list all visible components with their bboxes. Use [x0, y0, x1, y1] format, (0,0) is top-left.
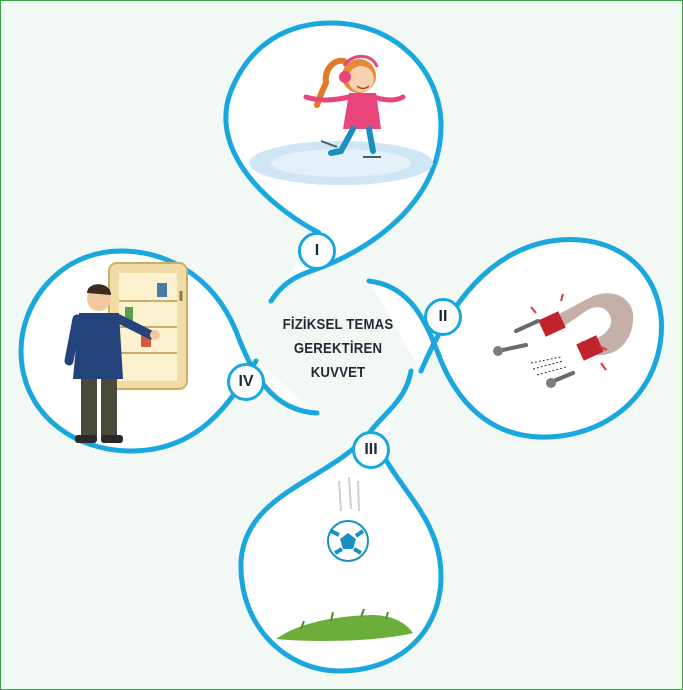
magnet-and-nails-icon	[493, 293, 634, 388]
man-opening-refrigerator-icon	[64, 262, 188, 443]
badge-i: I	[298, 232, 336, 270]
falling-ball-on-grass-icon	[276, 476, 413, 641]
skating-girl-icon	[249, 54, 433, 185]
badge-ii: II	[424, 298, 462, 336]
center-title-line-1: FİZİKSEL TEMAS	[282, 316, 394, 333]
badge-iv: IV	[227, 363, 265, 401]
badge-iii: III	[352, 431, 390, 469]
center-title-line-3: KUVVET	[310, 364, 366, 381]
loop-right	[366, 237, 664, 440]
center-title: FİZİKSEL TEMAS GEREKTİREN KUVVET	[272, 313, 404, 385]
center-title-line-2: GEREKTİREN	[293, 340, 383, 357]
